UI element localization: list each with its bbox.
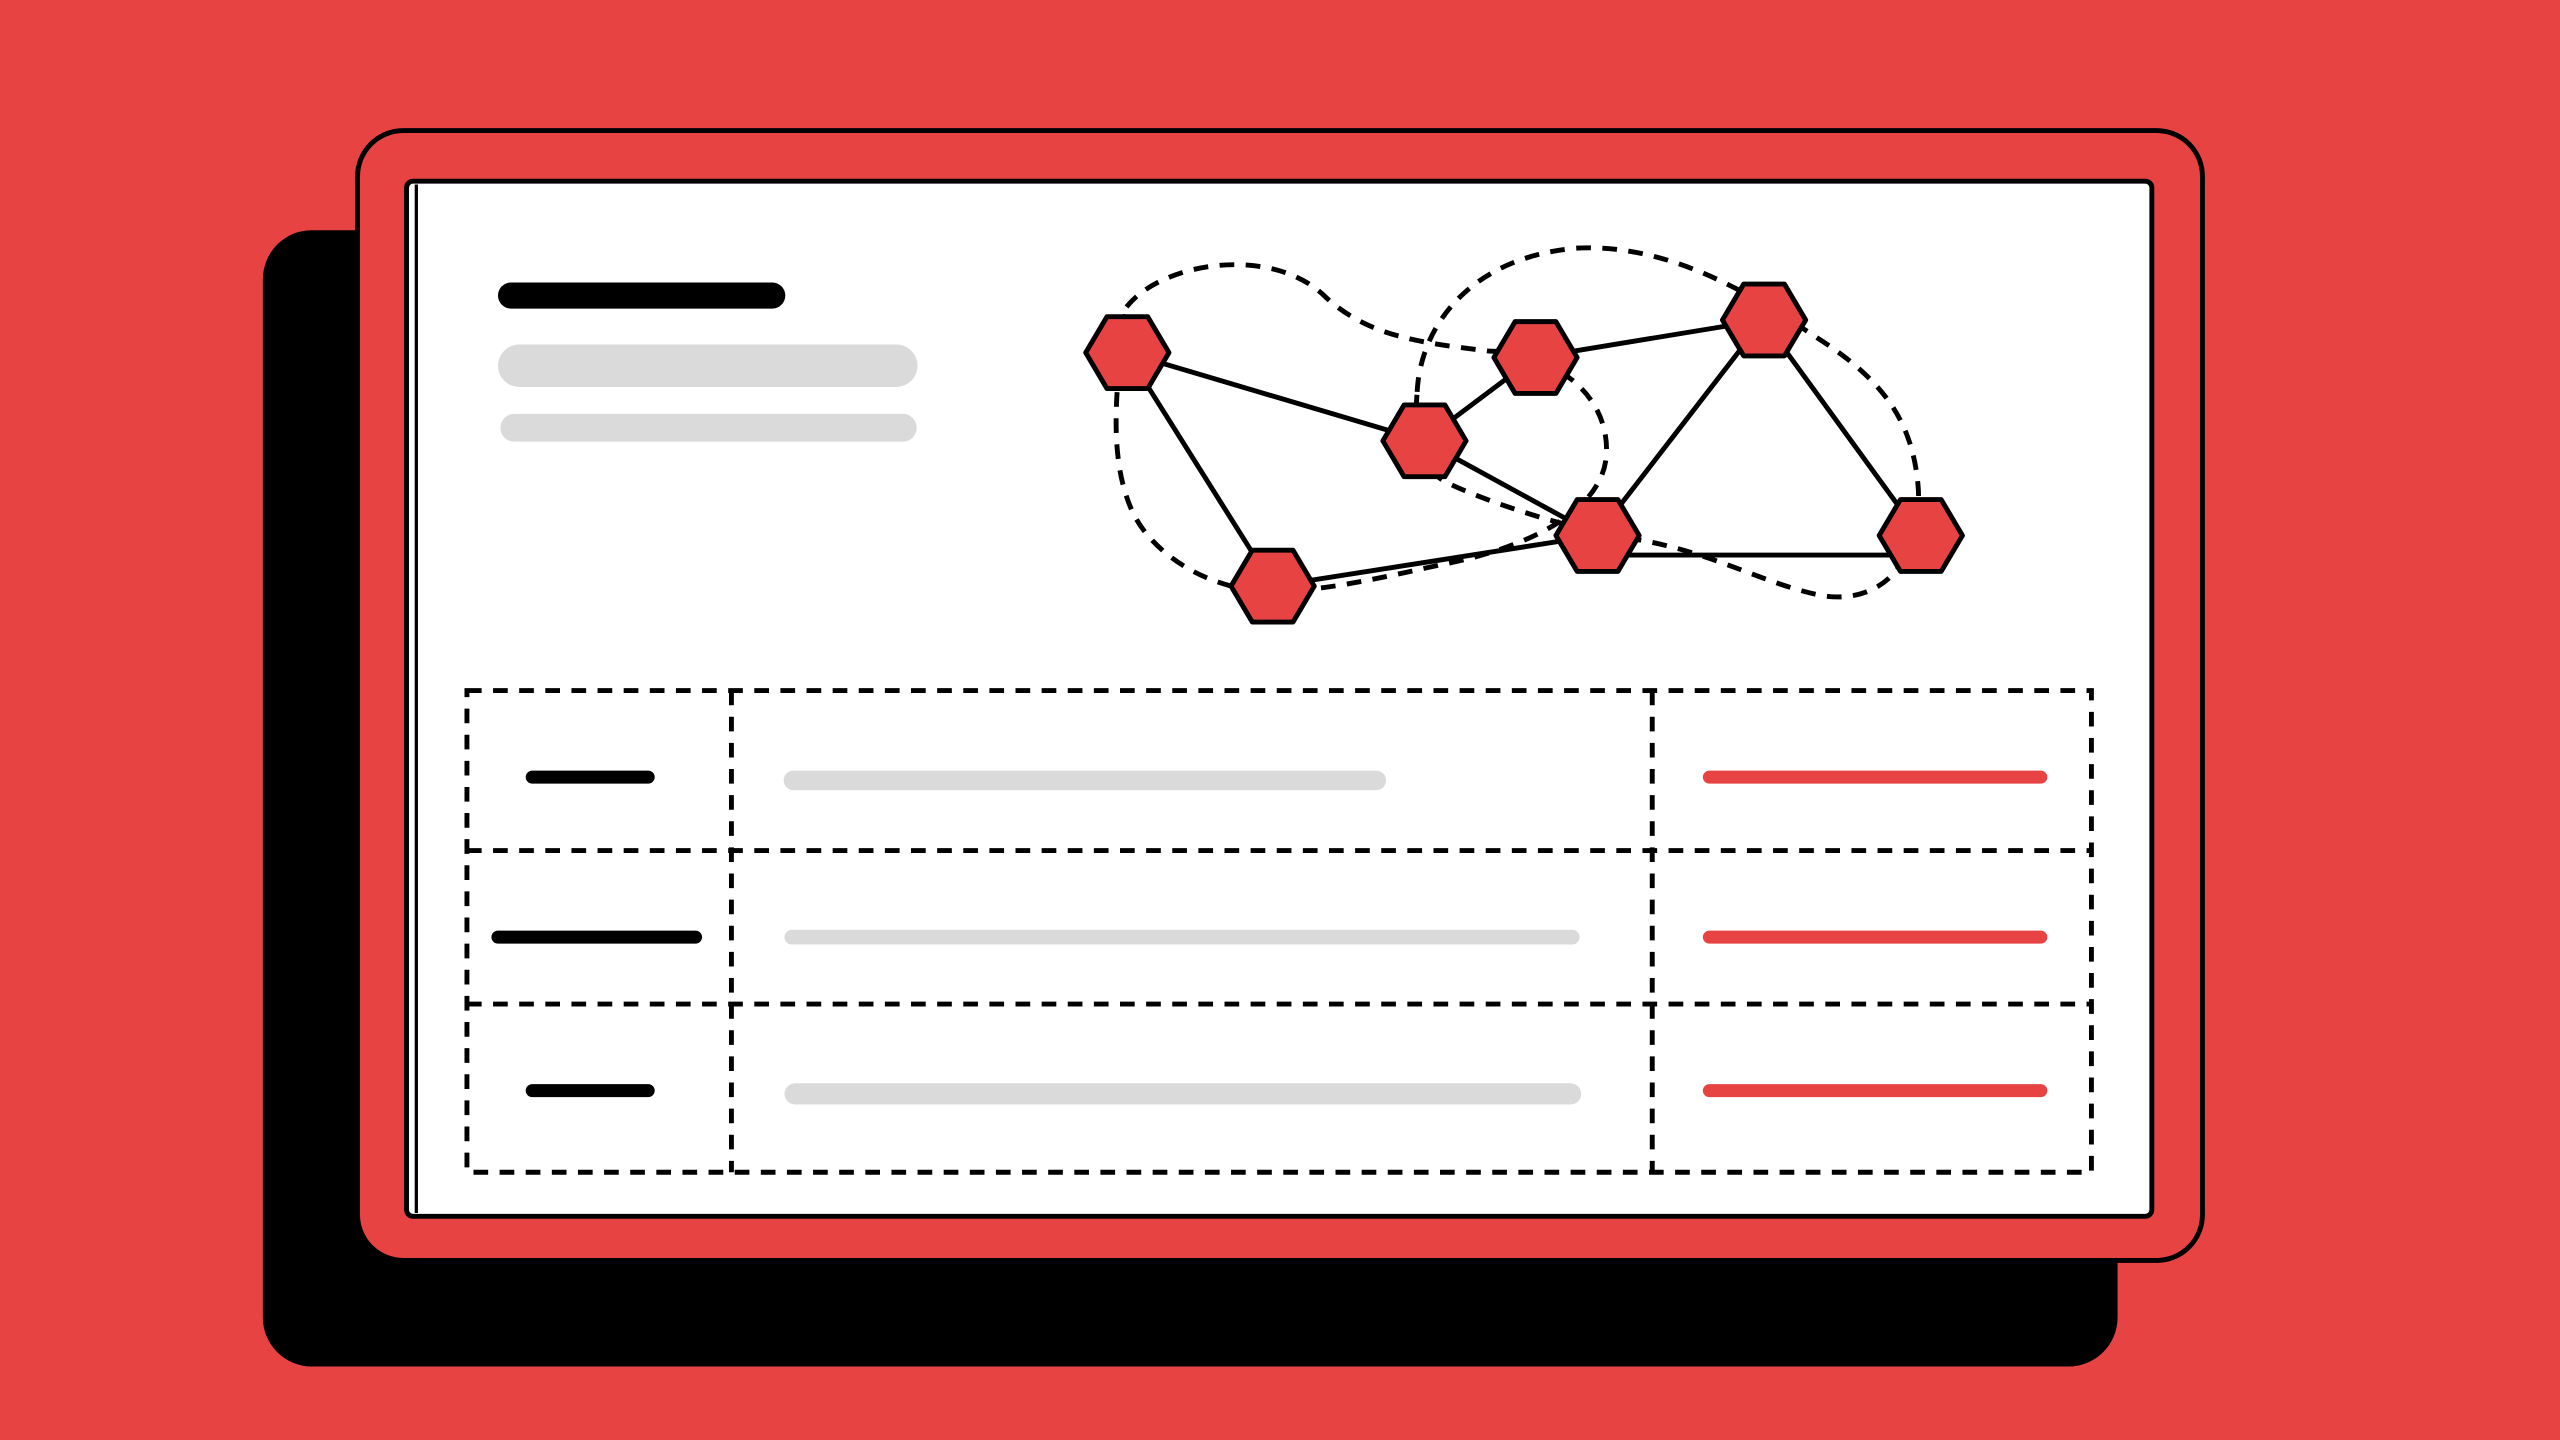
data-table (464, 688, 2094, 1175)
hexagon-icon (1876, 497, 1965, 574)
hexagon-icon (1083, 314, 1172, 392)
hexagon-icon (1380, 402, 1469, 480)
link-n5-n6 (1594, 318, 1766, 538)
link-n1-n3 (1125, 350, 1425, 444)
table-row (525, 1083, 2048, 1105)
table-grid (464, 688, 2094, 1175)
hexagon-icon (1720, 281, 1809, 359)
link-n1-n2 (1124, 351, 1276, 588)
hexagon-icon (1553, 497, 1642, 574)
link-n2-n6 (1273, 533, 1598, 589)
table-border (464, 688, 2094, 1175)
hexagon-icon (1491, 319, 1580, 396)
hexagon-icon (1228, 547, 1317, 625)
cluster-outlines (1113, 245, 1921, 600)
link-n5-n7 (1761, 318, 1922, 537)
header (497, 282, 918, 442)
table-row (525, 770, 2048, 791)
network-nodes (1083, 281, 1965, 625)
network-diagram (1083, 245, 1965, 625)
screen (404, 178, 2155, 1219)
